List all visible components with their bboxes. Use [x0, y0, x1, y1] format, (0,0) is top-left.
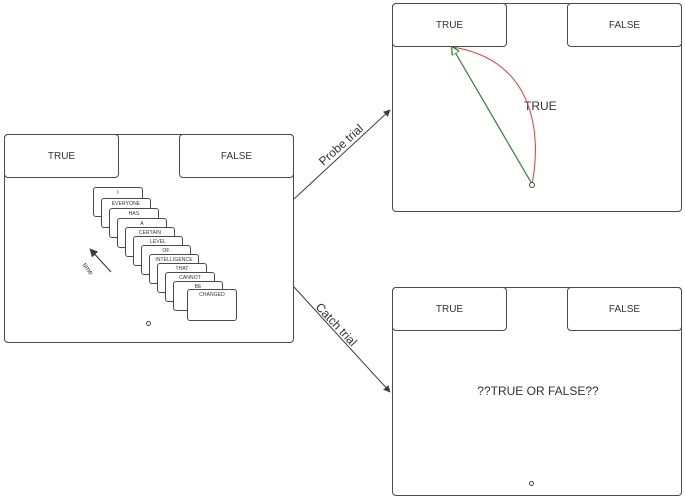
word-card-text: CERTAIN — [138, 230, 162, 236]
word-card-text: HAS — [128, 211, 140, 217]
true-button[interactable]: TRUE — [392, 287, 507, 331]
true-button-label: TRUE — [435, 303, 464, 315]
word-card-text: BE — [194, 284, 202, 290]
word-card-text: CANNOT — [179, 275, 201, 281]
word-card-text: EVERYONE — [111, 201, 141, 207]
word-card-text: LEVEL — [149, 239, 167, 245]
word-card-text: INTELLIGENCE — [155, 257, 193, 263]
direct-path-line — [452, 47, 533, 185]
response-label-text: TRUE — [524, 99, 557, 113]
probe-trial-arrow — [293, 109, 391, 200]
true-button-label: TRUE — [435, 19, 464, 31]
main-trial-panel: TRUE FALSE — [4, 134, 294, 343]
catch-question-text: ??TRUE OR FALSE?? — [477, 384, 599, 398]
fixation-dot — [146, 321, 151, 326]
false-button-label: FALSE — [608, 303, 641, 315]
mouse-trajectory-arc — [451, 46, 536, 185]
word-card-text: I — [117, 190, 119, 196]
false-button-label: FALSE — [220, 150, 253, 162]
fixation-dot — [529, 481, 534, 486]
true-button-label: TRUE — [47, 150, 76, 162]
word-card-text: A — [140, 221, 144, 227]
word-card: CHANGED — [187, 289, 237, 321]
word-card-text: OF — [162, 248, 170, 254]
word-card-text: CHANGED — [199, 292, 225, 298]
catch-question: ??TRUE OR FALSE?? — [393, 384, 683, 398]
response-label: TRUE — [524, 99, 557, 113]
false-button[interactable]: FALSE — [567, 3, 682, 47]
catch-trial-arrow — [293, 286, 391, 393]
time-arrow — [89, 248, 112, 273]
false-button[interactable]: FALSE — [567, 287, 682, 331]
probe-trial-panel: TRUE FALSE TRUE — [392, 3, 682, 212]
true-button[interactable]: TRUE — [392, 3, 507, 47]
true-button[interactable]: TRUE — [4, 134, 119, 178]
start-dot — [529, 182, 535, 188]
false-button[interactable]: FALSE — [179, 134, 294, 178]
catch-trial-panel: TRUE FALSE ??TRUE OR FALSE?? — [392, 287, 682, 496]
word-card-text: THAT — [175, 266, 189, 272]
false-button-label: FALSE — [608, 19, 641, 31]
